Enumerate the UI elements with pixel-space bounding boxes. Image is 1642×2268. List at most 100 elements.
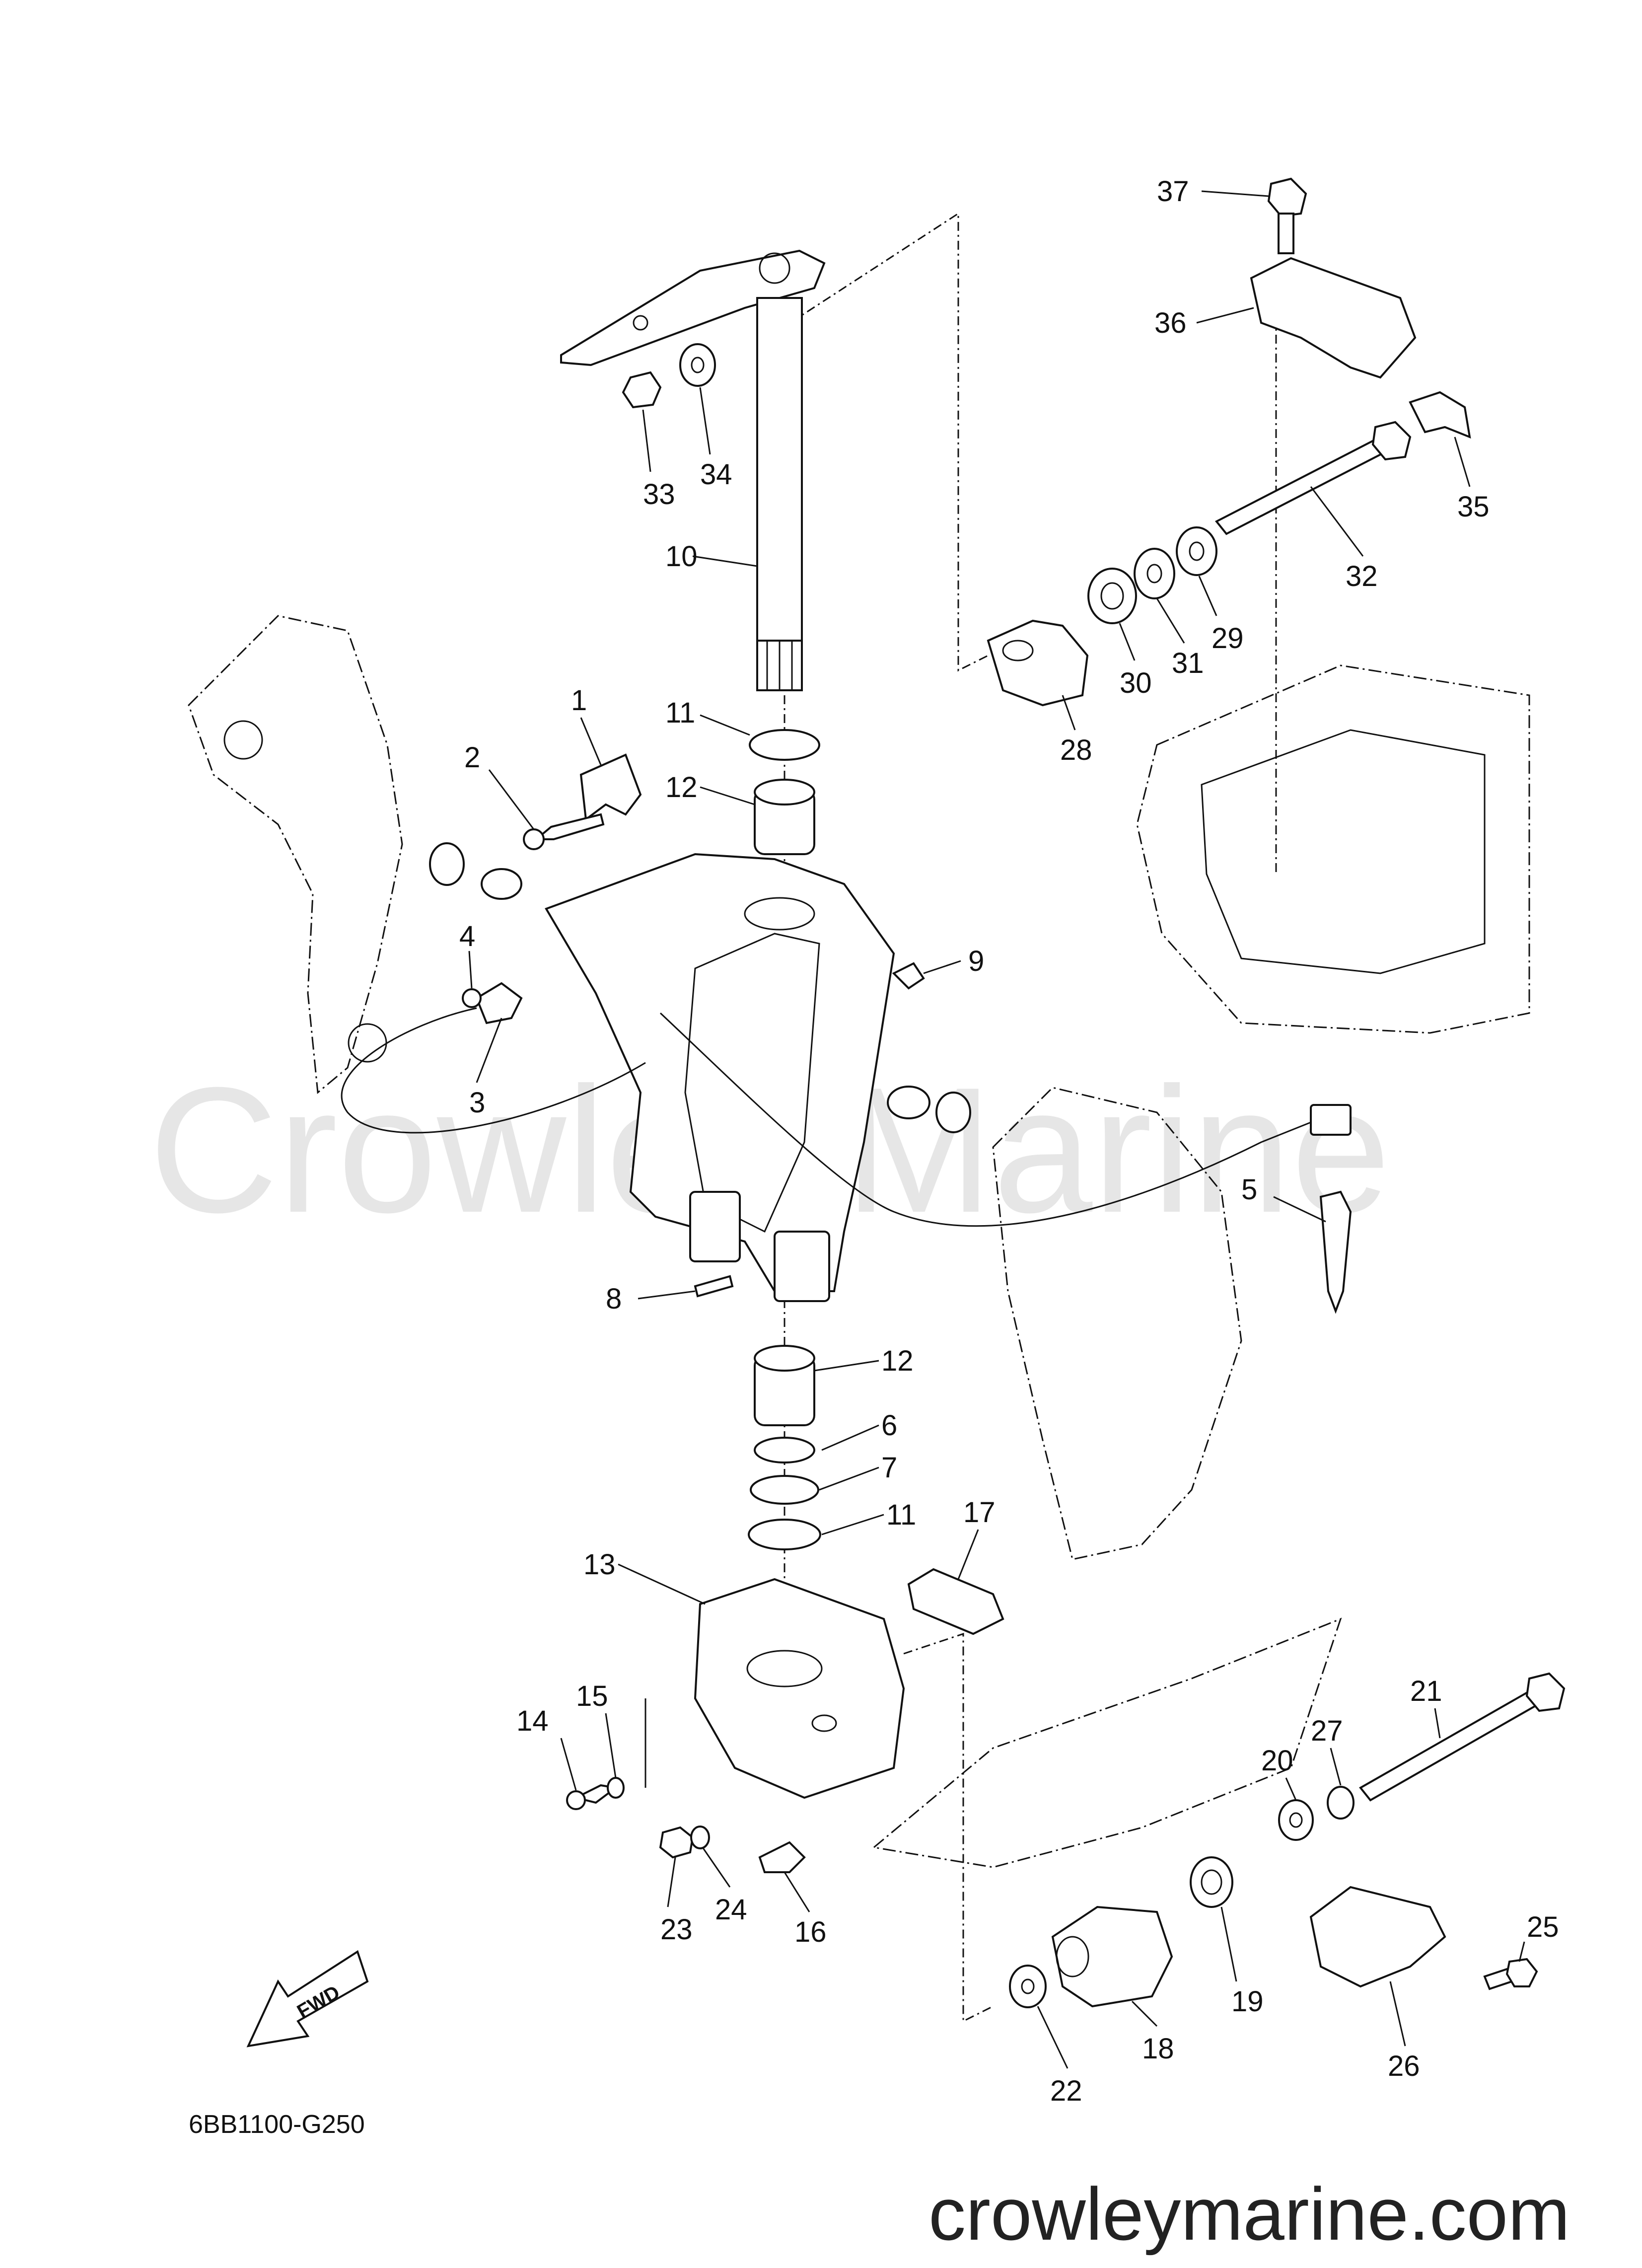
callout-3: 3	[469, 1087, 485, 1119]
callout-16: 16	[794, 1916, 827, 1948]
steering-bracket-13	[694, 1578, 905, 1799]
callout-31: 31	[1172, 647, 1204, 679]
callout-1: 1	[571, 684, 587, 717]
washer-29	[1176, 526, 1217, 576]
callout-24: 24	[715, 1894, 747, 1926]
spacer-17	[907, 1568, 1004, 1635]
callout-37: 37	[1157, 175, 1189, 208]
bushing-12-upper-top	[754, 779, 815, 805]
mount-28	[987, 619, 1089, 707]
washer-29-hole	[1189, 541, 1205, 561]
callout-7: 7	[881, 1452, 897, 1484]
washer-20-hole	[1289, 1812, 1303, 1828]
screw-4	[462, 988, 482, 1008]
bolt-2	[533, 813, 605, 840]
washer-19	[1190, 1856, 1233, 1908]
clamp-1	[579, 753, 642, 821]
callout-8: 8	[606, 1283, 622, 1315]
nut-23	[659, 1826, 694, 1859]
bolt-37-head	[1267, 177, 1307, 218]
mount-18-bore	[1056, 1936, 1089, 1977]
ground-lead	[341, 1007, 646, 1134]
callout-32: 32	[1346, 560, 1378, 592]
washer-31-hole	[1100, 582, 1124, 610]
bushing-12-lower-top	[754, 1345, 815, 1372]
fwd-arrow-icon: FWD	[246, 1950, 369, 2048]
steering-shaft	[756, 297, 803, 686]
steering-arm	[560, 249, 826, 366]
washer-15	[607, 1777, 625, 1799]
leader-lines	[468, 190, 1525, 2069]
dash-line-top	[759, 212, 989, 672]
washer-31	[1087, 568, 1137, 624]
washer-34	[679, 343, 716, 387]
damper-36	[1250, 257, 1417, 379]
callout-19: 19	[1231, 1985, 1264, 2018]
clip-35	[1409, 391, 1471, 439]
steering-bracket-hole	[811, 1714, 837, 1732]
bolt-2-head	[523, 828, 545, 850]
washer-right	[935, 1092, 971, 1133]
mount-28-bore	[1002, 640, 1034, 661]
washer-7	[750, 1475, 819, 1505]
callout-4: 4	[459, 920, 475, 952]
screw-8	[694, 1275, 734, 1298]
callout-21: 21	[1410, 1675, 1442, 1707]
plug-9	[892, 962, 925, 990]
callout-15: 15	[576, 1680, 608, 1712]
steering-bracket-bore	[746, 1650, 823, 1687]
callout-29: 29	[1212, 622, 1244, 655]
drawing-code: 6BB1100-G250	[189, 2110, 365, 2139]
website-url: crowleymarine.com	[928, 2172, 1570, 2256]
callout-5: 5	[1241, 1173, 1257, 1206]
nut-33	[622, 371, 662, 409]
connector	[1310, 1104, 1352, 1136]
callout-13: 13	[583, 1548, 616, 1581]
swivel-bracket-bore	[744, 897, 815, 931]
callout-30: 30	[1120, 667, 1152, 699]
callout-23: 23	[660, 1913, 693, 1946]
callout-6: 6	[881, 1409, 897, 1442]
washer-30-hole	[1146, 564, 1162, 584]
callout-35: 35	[1457, 491, 1490, 523]
engine-base-outline	[1136, 664, 1530, 1034]
cable-harness	[659, 1012, 1311, 1227]
dash-line-bottom	[903, 1632, 994, 2023]
callout-33: 33	[643, 478, 675, 511]
bolt-32-head	[1371, 421, 1412, 461]
callout-17: 17	[963, 1496, 996, 1529]
washer-22	[1009, 1965, 1047, 2008]
bracket-hole-top	[223, 720, 263, 760]
callout-26: 26	[1388, 2050, 1420, 2082]
callout-20: 20	[1261, 1745, 1293, 1777]
callout-14: 14	[516, 1705, 549, 1737]
swivel-bracket-detail	[684, 933, 820, 1233]
o-ring-6	[754, 1437, 815, 1463]
washer-30	[1134, 548, 1175, 599]
steering-arm-hole-1	[633, 315, 648, 331]
mount-18	[1051, 1905, 1173, 2008]
bushing-left	[481, 868, 522, 900]
callout-11-lower: 11	[886, 1499, 916, 1531]
callout-12-upper: 12	[665, 771, 698, 804]
washer-20	[1278, 1799, 1314, 1841]
bolt-32	[1214, 436, 1392, 535]
bolt-25-head	[1505, 1958, 1538, 1987]
callout-36: 36	[1154, 307, 1187, 339]
washer-27	[1327, 1786, 1355, 1820]
callout-28: 28	[1060, 734, 1092, 766]
callout-25: 25	[1527, 1911, 1559, 1943]
callout-12-lower: 12	[881, 1345, 914, 1377]
swivel-leg-right	[774, 1231, 830, 1302]
engine-base-detail	[1201, 729, 1486, 974]
callout-34: 34	[700, 458, 732, 491]
clip-16	[758, 1841, 806, 1873]
bolt-21	[1358, 1687, 1546, 1802]
callout-9: 9	[968, 945, 984, 977]
swivel-bracket	[545, 853, 895, 1292]
washer-34-hole	[691, 357, 705, 373]
o-ring-11-lower	[748, 1519, 821, 1550]
callout-18: 18	[1142, 2033, 1174, 2065]
lower-mount-outline	[872, 1617, 1342, 1868]
